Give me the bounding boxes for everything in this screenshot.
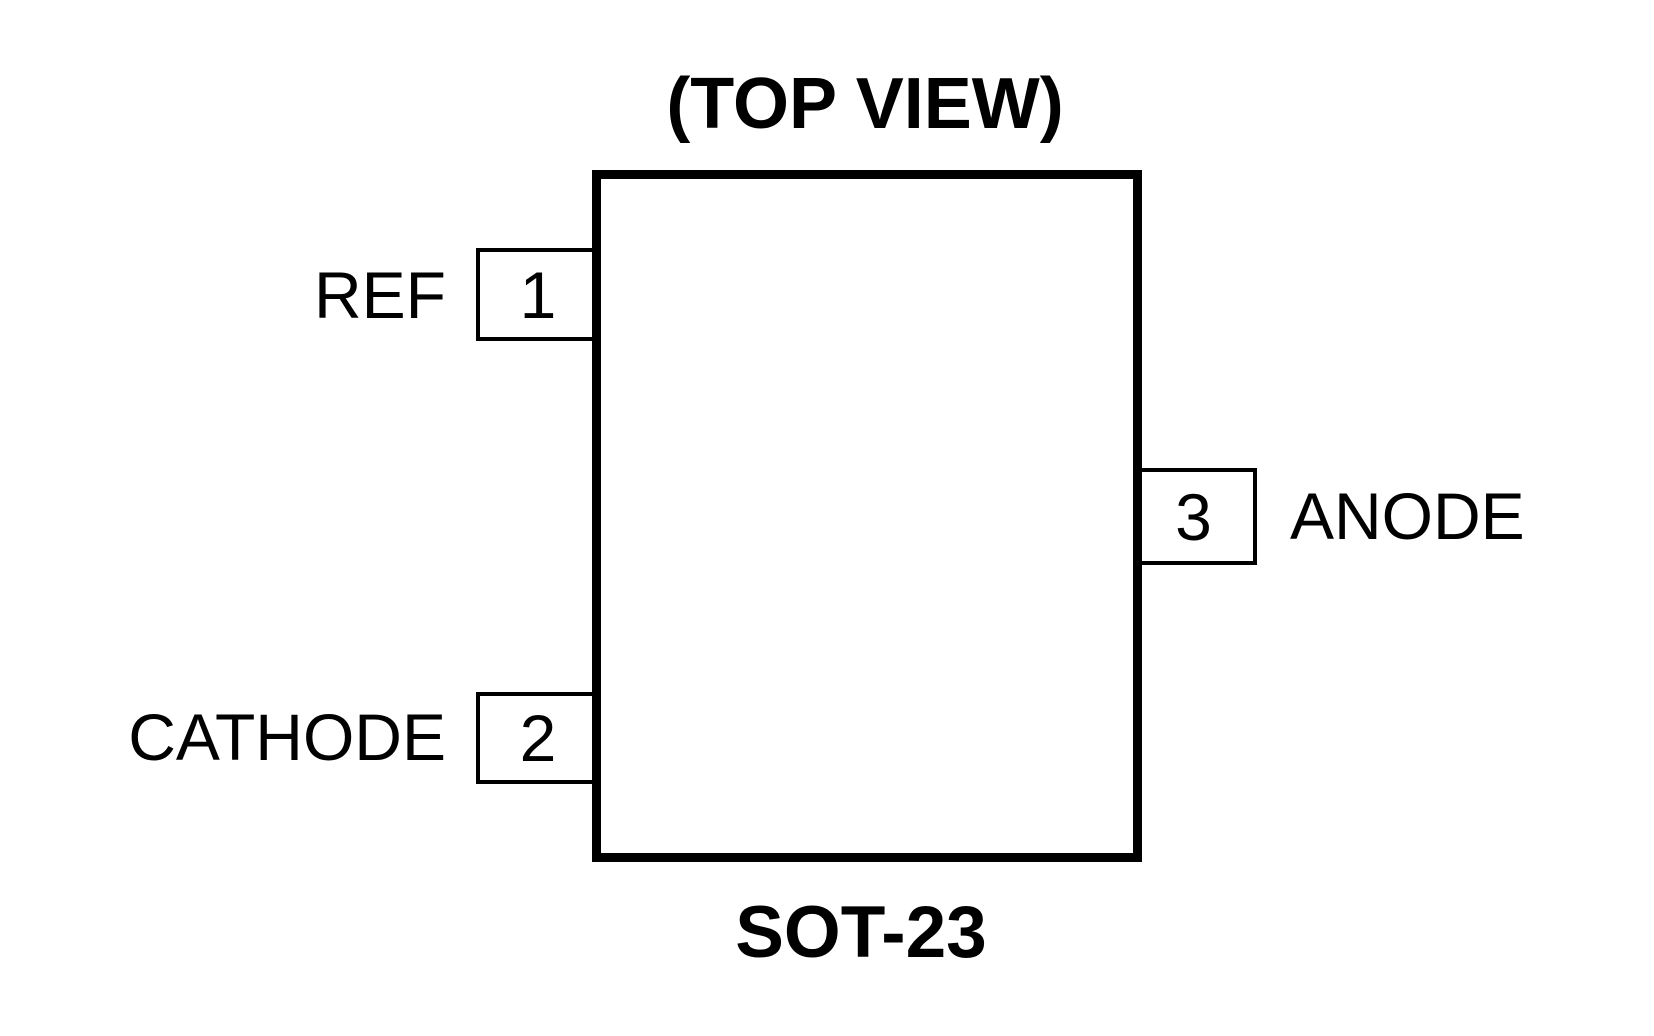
pin-1-number: 1	[519, 257, 557, 332]
package-body-outline	[592, 170, 1142, 862]
pin-3-pad: 3	[1130, 468, 1257, 565]
pin-1-name-label: REF	[314, 258, 446, 332]
pin-2-name-label: CATHODE	[128, 700, 446, 774]
pin-1-pad: 1	[476, 248, 604, 341]
package-name-label: SOT-23	[735, 891, 987, 973]
pin-2-number: 2	[519, 701, 557, 775]
pin-3-number: 3	[1175, 479, 1212, 554]
pin-2-pad: 2	[476, 692, 604, 784]
top-view-title: (TOP VIEW)	[666, 64, 1064, 144]
pin-3-name-label: ANODE	[1290, 479, 1525, 553]
